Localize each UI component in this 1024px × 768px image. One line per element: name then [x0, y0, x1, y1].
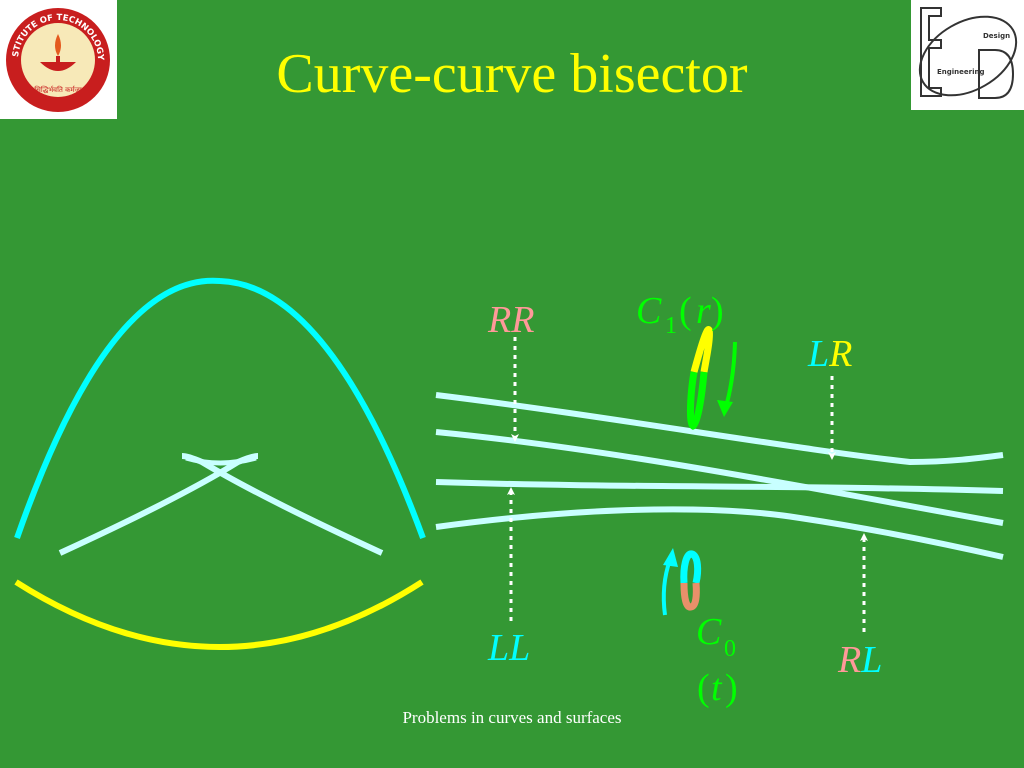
- page-title: Curve-curve bisector: [276, 43, 748, 105]
- c1-direction-arrow: [723, 341, 737, 411]
- iit-madras-seal-icon: INDIAN INSTITUTE OF TECHNOLOGY MADRAS सि…: [0, 0, 110, 112]
- label-lr: LR: [807, 333, 852, 375]
- label-c0-t: C 0 ( t ): [696, 611, 738, 709]
- engineering-design-logo: Design Engineering: [911, 0, 1024, 110]
- c0-loop-cyan: [680, 550, 702, 584]
- label-c1-letter: C: [636, 290, 662, 332]
- label-lr-first: L: [807, 333, 829, 375]
- label-rr-second: R: [510, 299, 534, 341]
- label-rl-second: L: [860, 639, 882, 681]
- c0-arrow-head: [663, 548, 678, 567]
- logo-word-engineering: Engineering: [937, 68, 985, 76]
- cyan-arch-curve: [14, 277, 426, 540]
- bisector-branch-rl: [435, 506, 1004, 560]
- iit-madras-logo: INDIAN INSTITUTE OF TECHNOLOGY MADRAS सि…: [0, 0, 117, 119]
- label-rl: RL: [837, 639, 882, 681]
- label-c0-sub: 0: [724, 636, 736, 662]
- label-c0-open: (: [697, 667, 710, 709]
- bisector-branch-ll: [435, 479, 1004, 494]
- label-c1-sub: 1: [665, 313, 677, 339]
- logo-word-design: Design: [983, 32, 1010, 40]
- slide-footer: Problems in curves and surfaces: [402, 708, 622, 727]
- label-c1-arg: r: [696, 290, 711, 332]
- bisector-cusp-arc: [185, 455, 257, 466]
- bisector-branch-rr: [435, 392, 1004, 466]
- label-c0-letter: C: [696, 611, 722, 653]
- label-ll-second: L: [508, 627, 530, 669]
- label-ll-first: L: [487, 627, 509, 669]
- label-rr: RR: [487, 299, 534, 341]
- yellow-base-curve: [14, 579, 424, 650]
- bisector-curve-right: [181, 453, 384, 556]
- label-lr-second: R: [828, 333, 852, 375]
- label-c1-close: ): [711, 290, 724, 332]
- c0-loop-orange: [680, 582, 700, 611]
- logo-motto: सिद्धिर्भवति कर्मजा: [34, 85, 82, 94]
- label-c0-close: ): [725, 667, 738, 709]
- c1-loop-yellow: [690, 326, 713, 373]
- label-c1-r: C 1 ( r ): [636, 290, 724, 339]
- c1-arrow-head: [717, 400, 733, 417]
- label-c1-open: (: [679, 290, 692, 332]
- label-rr-first: R: [487, 299, 511, 341]
- bisector-curve-left: [58, 453, 259, 556]
- label-ll: LL: [487, 627, 530, 669]
- ed-logo-icon: Design Engineering: [918, 7, 1018, 99]
- label-rl-first: R: [837, 639, 861, 681]
- c1-loop-green: [687, 371, 708, 430]
- c0-direction-arrow: [661, 559, 672, 616]
- label-c0-arg: t: [711, 667, 723, 709]
